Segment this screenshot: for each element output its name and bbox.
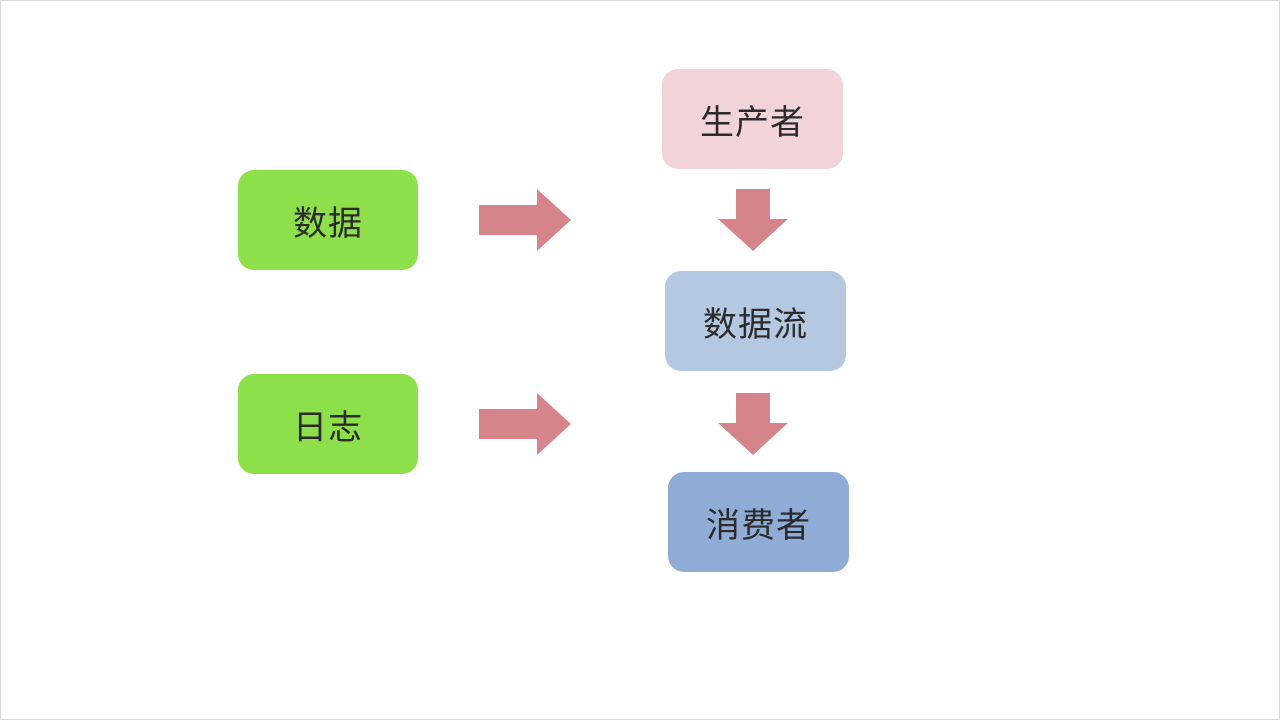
arrow-down-icon	[718, 393, 788, 455]
node-consumer-label: 消费者	[706, 505, 811, 546]
node-producer: 生产者	[662, 69, 843, 169]
node-data-stream-label: 数据流	[703, 304, 808, 345]
node-log-label: 日志	[293, 407, 363, 448]
arrow-right-icon	[479, 393, 571, 455]
node-data-stream: 数据流	[665, 271, 846, 371]
node-data-label: 数据	[293, 203, 363, 244]
node-data: 数据	[238, 170, 418, 270]
node-log: 日志	[238, 374, 418, 474]
node-consumer: 消费者	[668, 472, 849, 572]
arrow-right-icon	[479, 189, 571, 251]
arrow-down-icon	[718, 189, 788, 251]
node-producer-label: 生产者	[700, 102, 805, 143]
